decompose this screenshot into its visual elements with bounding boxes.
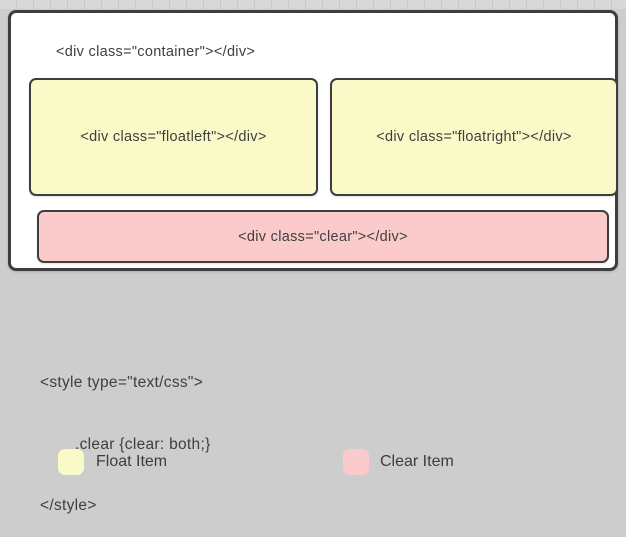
ruler-ticks	[0, 0, 626, 9]
clear-item-swatch	[343, 449, 369, 475]
container-div-box: <div class="container"></div> <div class…	[8, 10, 618, 271]
css-code-snippet: <style type="text/css"> .clear {clear: b…	[40, 332, 211, 537]
float-right-div-box: <div class="floatright"></div>	[330, 78, 618, 196]
container-div-label: <div class="container"></div>	[56, 44, 256, 60]
float-item-swatch	[58, 449, 84, 475]
code-line-clear-rule: .clear {clear: both;}	[75, 435, 211, 453]
float-left-div-box: <div class="floatleft"></div>	[29, 78, 318, 196]
clear-item-label: Clear Item	[380, 453, 454, 470]
float-item-label: Float Item	[96, 453, 168, 470]
code-line-style-open: <style type="text/css">	[40, 374, 204, 391]
clear-div-box: <div class="clear"></div>	[37, 210, 609, 263]
code-line-style-close: </style>	[40, 497, 97, 514]
